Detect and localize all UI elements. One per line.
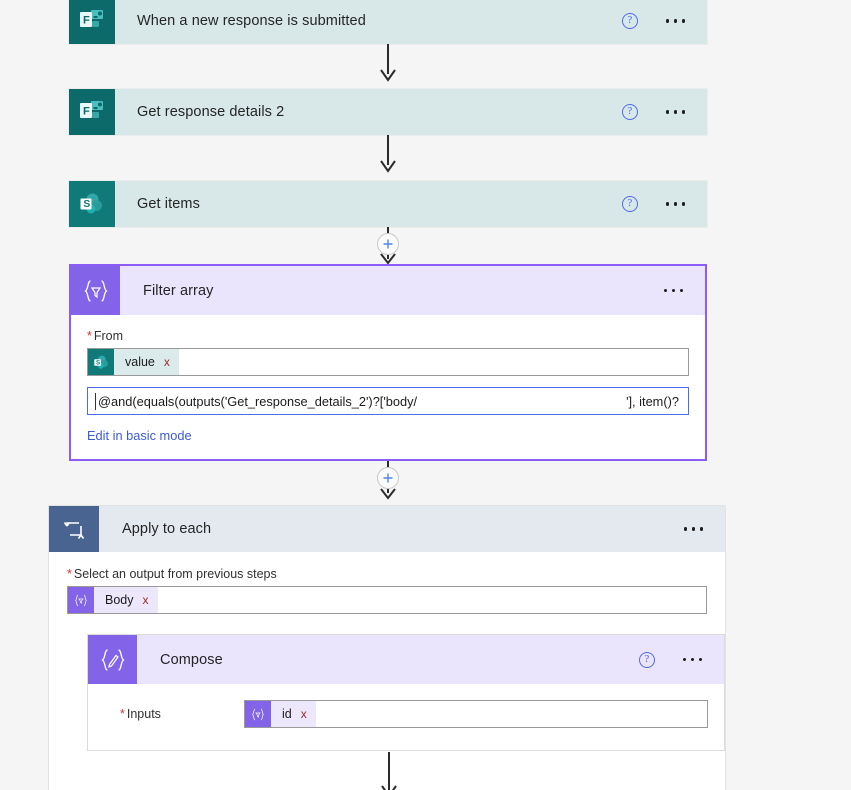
step-title: When a new response is submitted: [137, 13, 366, 29]
connector-line: [387, 44, 389, 74]
apply-to-each-title: Apply to each: [122, 521, 212, 537]
filter-array-header[interactable]: Filter array: [71, 266, 705, 315]
step-actions: ?: [621, 181, 707, 227]
more-menu-icon[interactable]: [664, 106, 687, 117]
required-indicator: *: [67, 567, 72, 581]
from-input[interactable]: S value x: [87, 348, 689, 376]
value-token-label: value: [125, 355, 155, 369]
add-step-button[interactable]: [377, 233, 399, 255]
select-output-label: *Select an output from previous steps: [67, 567, 707, 581]
remove-token-icon[interactable]: x: [163, 355, 170, 369]
down-arrow-icon: [378, 487, 398, 501]
flow-step-get-response-details[interactable]: F Get response details 2 ?: [69, 89, 707, 135]
svg-text:S: S: [83, 198, 90, 210]
filter-braces-icon: [245, 701, 271, 727]
filter-braces-icon: [68, 587, 94, 613]
filter-braces-icon: [71, 266, 120, 315]
required-indicator: *: [87, 329, 92, 343]
select-output-label-text: Select an output from previous steps: [73, 567, 277, 581]
id-token[interactable]: id x: [245, 701, 316, 727]
help-icon[interactable]: ?: [621, 196, 638, 212]
compose-title: Compose: [160, 651, 223, 668]
more-menu-icon[interactable]: [664, 15, 687, 26]
filter-array-card[interactable]: Filter array *From: [69, 264, 707, 461]
connector-line: [387, 135, 389, 165]
connector-line: [387, 489, 389, 493]
text-caret: [95, 393, 96, 410]
add-step-button[interactable]: [377, 467, 399, 489]
down-arrow-icon: [378, 159, 398, 173]
filter-array-body: *From S value x: [71, 315, 705, 459]
filter-expression-input[interactable]: @and(equals(outputs('Get_response_detail…: [87, 387, 689, 415]
apply-to-each-actions: [682, 506, 725, 552]
step-actions: ?: [621, 89, 707, 135]
compose-braces-icon: [88, 635, 137, 684]
select-output-input[interactable]: Body x: [67, 586, 707, 614]
body-token[interactable]: Body x: [68, 587, 158, 613]
compose-actions: ?: [638, 635, 724, 684]
help-icon[interactable]: ?: [638, 651, 655, 668]
sharepoint-icon: S: [88, 349, 114, 375]
down-arrow-icon: [378, 68, 398, 82]
filter-expression-left: @and(equals(outputs('Get_response_detail…: [98, 393, 418, 409]
down-arrow-icon: [379, 784, 399, 790]
more-menu-icon[interactable]: [681, 654, 704, 665]
id-token-label: id: [282, 707, 292, 721]
help-icon[interactable]: ?: [621, 104, 638, 120]
microsoft-forms-icon: F: [69, 89, 115, 135]
body-token-body: Body x: [94, 587, 158, 613]
step-title: Get response details 2: [137, 104, 285, 120]
connector-line: [387, 460, 389, 468]
step-title: Get items: [137, 196, 200, 212]
loop-repeat-icon: [49, 506, 99, 552]
svg-text:F: F: [83, 106, 90, 118]
down-arrow-icon: [378, 252, 398, 266]
remove-token-icon[interactable]: x: [142, 593, 149, 607]
compose-body: *Inputs id: [88, 684, 724, 750]
help-icon[interactable]: ?: [621, 13, 638, 29]
connector-line: [388, 752, 390, 790]
compose-header[interactable]: Compose ?: [88, 635, 724, 684]
more-menu-icon[interactable]: [682, 523, 705, 534]
inputs-label: *Inputs: [104, 707, 244, 721]
flow-step-trigger[interactable]: F When a new response is submitted ?: [69, 0, 707, 44]
body-token-label: Body: [105, 593, 134, 607]
inputs-label-text: Inputs: [126, 707, 161, 721]
filter-array-title: Filter array: [143, 282, 214, 299]
apply-to-each-container[interactable]: Apply to each *Select an output from pre…: [48, 505, 726, 790]
flow-step-get-items[interactable]: S Get items ?: [69, 181, 707, 227]
more-menu-icon[interactable]: [662, 285, 685, 296]
microsoft-forms-icon: F: [69, 0, 115, 44]
compose-card[interactable]: Compose ? *Inputs: [87, 634, 725, 751]
apply-to-each-body: *Select an output from previous steps Bo…: [49, 552, 725, 790]
apply-to-each-header[interactable]: Apply to each: [49, 506, 725, 552]
from-label: *From: [87, 329, 689, 343]
value-token[interactable]: S value x: [88, 349, 179, 375]
more-menu-icon[interactable]: [664, 198, 687, 209]
step-actions: ?: [621, 0, 707, 44]
from-label-text: From: [93, 329, 124, 343]
value-token-body: value x: [114, 349, 179, 375]
filter-expression-right: '], item()?: [626, 393, 679, 409]
edit-in-basic-mode-link[interactable]: Edit in basic mode: [87, 428, 192, 443]
inputs-input[interactable]: id x: [244, 700, 708, 728]
remove-token-icon[interactable]: x: [300, 707, 307, 721]
required-indicator: *: [120, 707, 125, 721]
filter-array-actions: [662, 266, 705, 315]
sharepoint-icon: S: [69, 181, 115, 227]
svg-text:F: F: [83, 15, 90, 27]
svg-text:S: S: [95, 359, 99, 366]
connector-line: [387, 255, 389, 259]
id-token-body: id x: [271, 701, 316, 727]
connector-line: [387, 227, 389, 235]
